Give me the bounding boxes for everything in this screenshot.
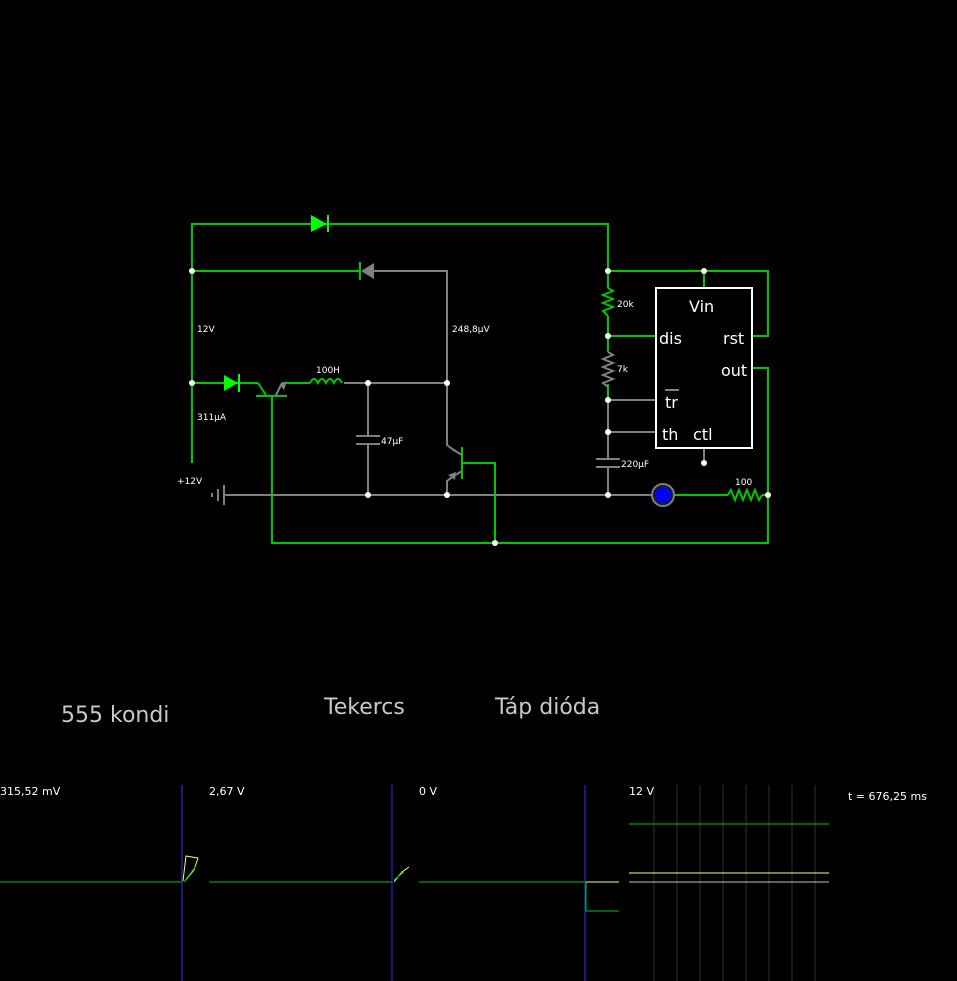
- wire-top-loop: [191, 223, 609, 463]
- led-indicator[interactable]: [651, 483, 675, 507]
- wires: [191, 223, 769, 544]
- pin-tr-label: tr: [665, 393, 678, 412]
- pin-dis-label: dis: [659, 329, 682, 348]
- supply-current-label: 311µA: [197, 413, 227, 423]
- pin-rst-label: rst: [723, 329, 744, 348]
- timer-555-chip[interactable]: [655, 287, 753, 449]
- r-100-label: 100: [735, 478, 752, 488]
- cap-220-label: 220µF: [621, 460, 649, 470]
- resistor-7k[interactable]: [600, 351, 616, 388]
- pin-th-label: th: [662, 425, 678, 444]
- pin-vin-label: Vin: [689, 297, 714, 316]
- collector-voltage-label: 248,8µV: [452, 325, 490, 335]
- wire-out-loop: [271, 367, 769, 544]
- pin-ctl-label: ctl: [693, 425, 713, 444]
- source-label: +12V: [177, 477, 203, 487]
- r-20k-label: 20k: [617, 300, 634, 310]
- wire-vin-bus: [608, 270, 769, 337]
- wire-nodes: [189, 268, 771, 546]
- cap-47-label: 47µF: [381, 437, 403, 447]
- transistor-q1[interactable]: [256, 381, 287, 397]
- scope-title-cap: 555 kondi: [61, 703, 169, 728]
- transistor-q2[interactable]: [448, 447, 463, 480]
- scope-title-diode: Táp dióda: [494, 695, 600, 720]
- scope-supply[interactable]: 12 V: [629, 785, 829, 981]
- capacitor-220uf[interactable]: [596, 458, 620, 468]
- scope-value: 2,67 V: [209, 785, 245, 798]
- resistor-100[interactable]: [727, 487, 763, 503]
- scope-coil[interactable]: 2,67 V: [209, 785, 410, 981]
- ground-symbol[interactable]: [211, 485, 225, 505]
- scope-title-coil: Tekercs: [323, 695, 405, 720]
- wire-feedback-diode-right: [374, 270, 448, 383]
- inductor-label: 100H: [316, 366, 340, 376]
- resistor-20k[interactable]: [600, 287, 616, 317]
- scope-value: 0 V: [419, 785, 437, 798]
- inductor[interactable]: [309, 378, 343, 386]
- scope-cap[interactable]: 315,52 mV: [0, 785, 199, 981]
- scope-value: 12 V: [629, 785, 654, 798]
- diode-input[interactable]: [224, 374, 240, 392]
- supply-voltage-label: 12V: [197, 325, 215, 335]
- scope-diode[interactable]: 0 V: [419, 785, 619, 981]
- capacitor-47uf[interactable]: [356, 435, 380, 445]
- time-readout: t = 676,25 ms: [848, 790, 927, 803]
- scope-value: 315,52 mV: [0, 785, 61, 798]
- diode-feedback[interactable]: [359, 262, 374, 280]
- wire-base-q2: [462, 462, 496, 543]
- diode-top[interactable]: [311, 215, 329, 232]
- pin-out-label: out: [721, 361, 747, 380]
- wire-q2-collector: [446, 383, 456, 452]
- r-7k-label: 7k: [617, 365, 629, 375]
